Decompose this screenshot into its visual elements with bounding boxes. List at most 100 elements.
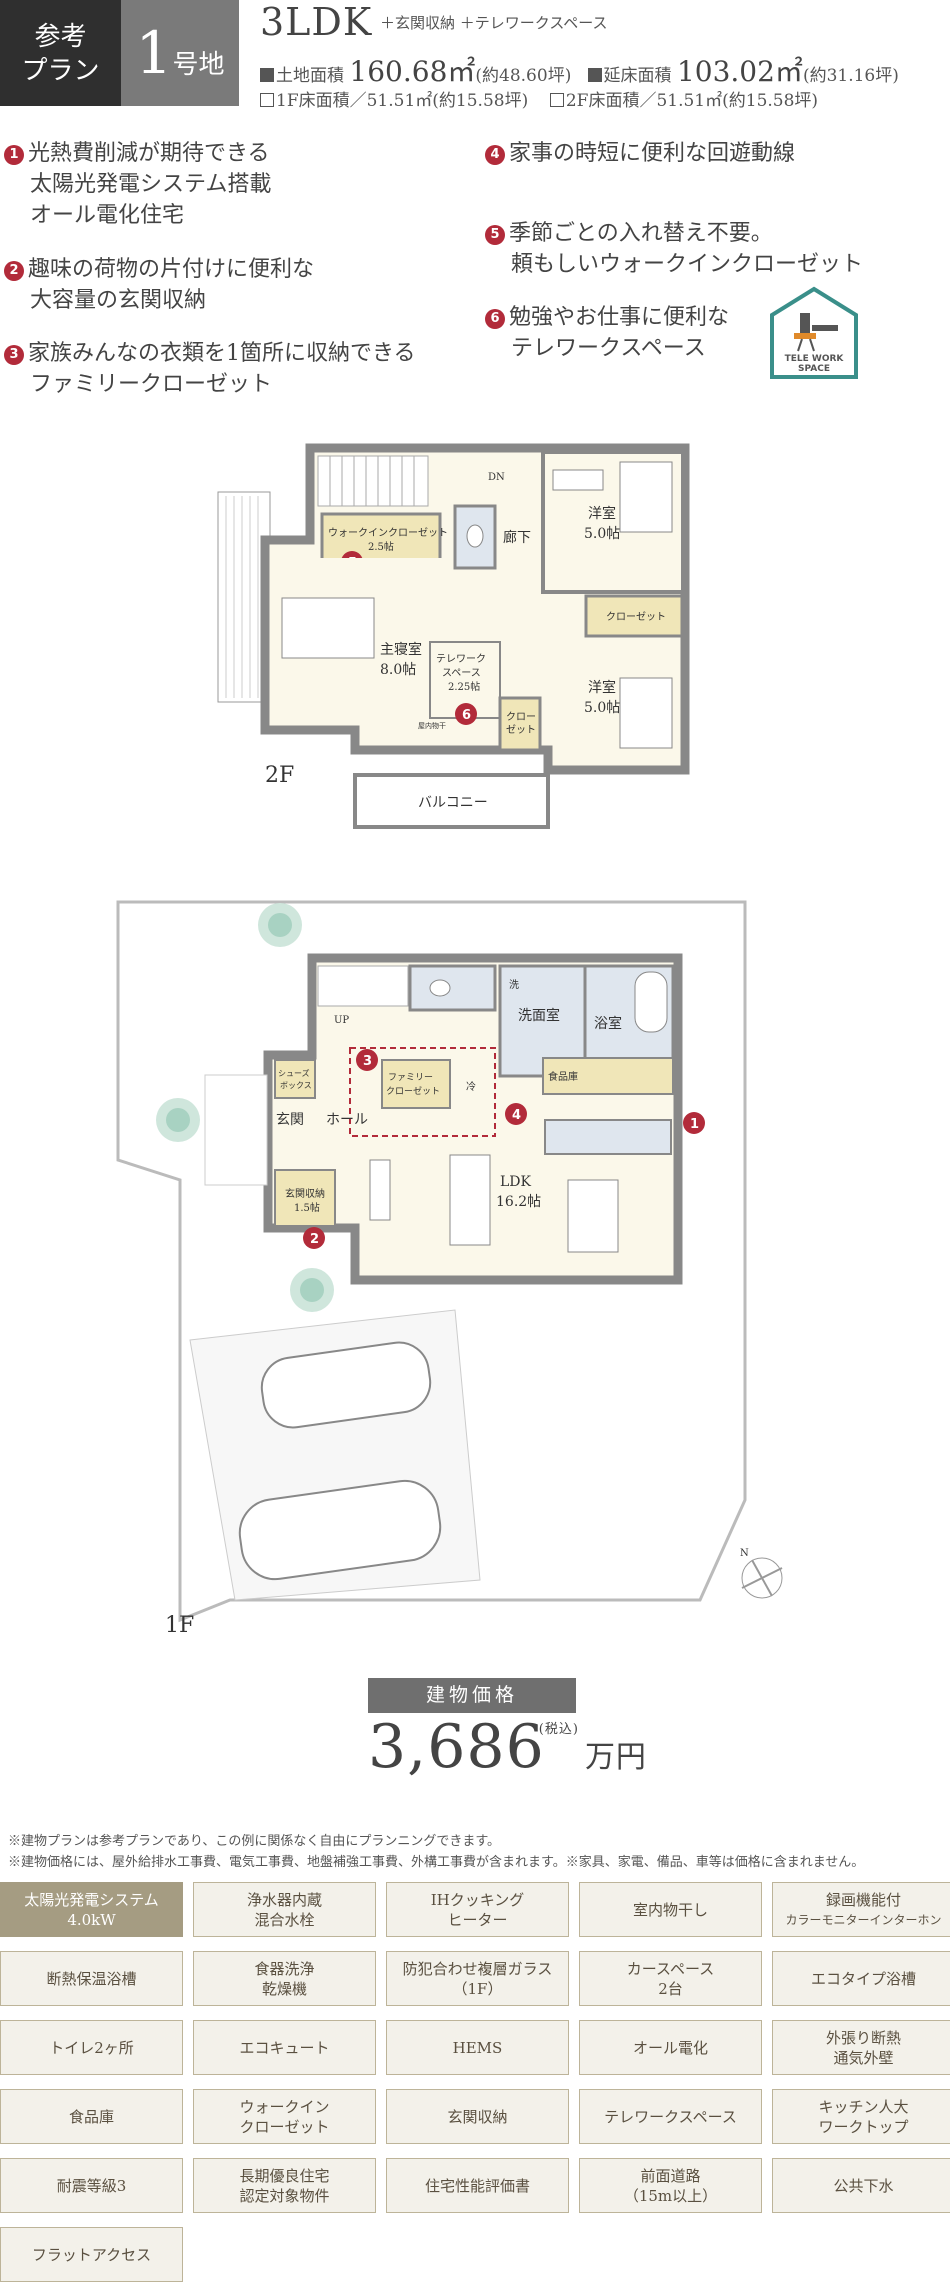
telework-space-icon: TELE WORK SPACE [770, 286, 858, 379]
badge-2: 2 [303, 1227, 325, 1249]
feature-tag: トイレ2ヶ所 [0, 2020, 183, 2075]
feature-text: 趣味の荷物の片付けに便利な [28, 257, 315, 282]
feature-tag-line2: 混合水栓 [254, 1910, 315, 1929]
note-2: ※建物価格には、屋外給排水工事費、電気工事費、地盤補強工事費、外構工事費が含まれ… [8, 1855, 865, 1870]
feature-tag: 公共下水 [772, 2158, 950, 2213]
filled-square-icon [587, 68, 602, 82]
feature-tag-line1: 録画機能付 [825, 1890, 901, 1909]
feature-tag-line1: 公共下水 [833, 2176, 894, 2195]
feature-badge: 6 [485, 309, 505, 329]
badge-1: 1 [683, 1112, 705, 1134]
ent-storage-label: 玄関収納 [285, 1187, 325, 1200]
telework-icon-line1: TELE WORK [785, 354, 845, 364]
feature-tag: フラットアクセス [0, 2227, 183, 2282]
note-1: ※建物プランは参考プランであり、この例に関係なく自由にプランニングできます。 [8, 1834, 501, 1849]
closet-small-label: クローゼット [606, 611, 666, 623]
svg-text:4: 4 [512, 1108, 521, 1123]
feature-text: テレワークスペース [511, 336, 706, 361]
feature-tag: HEMS [386, 2020, 569, 2075]
family-closet-2: クローゼット [386, 1085, 440, 1097]
master-label: 主寝室 [380, 641, 422, 658]
feature-tag-line2: 通気外壁 [833, 2048, 894, 2067]
lot-number: 1 [135, 19, 173, 87]
feature-text: 太陽光発電システム搭載 [30, 172, 272, 197]
car-icon [260, 1341, 432, 1429]
feature-text: 頼もしいウォークインクローゼット [511, 252, 864, 277]
feature-tag: 玄関収納 [386, 2089, 569, 2144]
land-area-label: 土地面積 [276, 66, 344, 86]
feature-tag-line1: オール電化 [632, 2038, 708, 2057]
feature-tag: エコタイプ浴槽 [772, 1951, 950, 2006]
floor-plan-1f: UP 洗 洗面室 浴室 シューズ ボックス ファミリー クローゼット 冷 3 4… [116, 900, 783, 1638]
closet-a: クロー [506, 711, 536, 723]
floor-plan-2f: DN ウォークインクローゼット 2.5帖 5 廊下 洋室 5.0帖 クローゼット… [217, 443, 690, 829]
feature-text: 光熱費削減が期待できる [28, 141, 270, 166]
feature-text: オール電化住宅 [30, 203, 185, 228]
tree-icon [258, 903, 302, 947]
feature-tag: 長期優良住宅認定対象物件 [193, 2158, 376, 2213]
feature-badge: 5 [485, 225, 505, 245]
ldk-size: 16.2帖 [496, 1194, 541, 1210]
layout-type: 3LDK [260, 0, 373, 44]
floor-area-label: 延床面積 [603, 66, 672, 86]
feature-tag: 前面道路（15m以上） [579, 2158, 762, 2213]
pantry-label: 食品庫 [548, 1070, 578, 1083]
shoes-box-1: シューズ [278, 1068, 310, 1078]
west-room-size: 5.0帖 [584, 526, 620, 542]
south-room-size: 5.0帖 [584, 700, 620, 716]
feature-tag-line1: 室内物干し [632, 1900, 708, 1919]
feature-badge: 3 [4, 345, 24, 365]
feature-tag-line2: 2台 [658, 1979, 683, 1998]
south-room-label: 洋室 [588, 679, 616, 696]
telework-size: 2.25帖 [448, 680, 480, 693]
feature-tag-line2: 4.0kW [67, 1910, 116, 1929]
feature-tag: 耐震等級3 [0, 2158, 183, 2213]
feature-tag: 食器洗浄乾燥機 [193, 1951, 376, 2006]
car-icon [238, 1479, 442, 1581]
indoor-dry-label: 屋内物干 [418, 721, 446, 730]
telework-icon-line2: SPACE [798, 364, 830, 374]
tree-icon [290, 1268, 334, 1312]
land-area-value: 160.68㎡ [349, 55, 476, 88]
feature-badge: 1 [4, 145, 24, 165]
feature-tag-line1: 玄関収納 [447, 2107, 508, 2126]
svg-text:3: 3 [363, 1054, 372, 1069]
feature-tag-line1: 耐震等級3 [56, 2176, 127, 2195]
compass-icon: N [740, 1548, 783, 1599]
feature-text: 家族みんなの衣類を1箇所に収納できる [28, 341, 416, 366]
feature-tag-line1: 食器洗浄 [254, 1959, 315, 1978]
feature-tag-line1: フラットアクセス [31, 2245, 152, 2264]
feature-text: 季節ごとの入れ替え不要。 [509, 221, 773, 246]
badge-4: 4 [505, 1103, 527, 1125]
feature-tag-line2: （1F） [452, 1979, 503, 1998]
feature-tag-line1: HEMS [452, 2038, 503, 2057]
price-block: 3,686(税込)万円 [368, 1712, 647, 1782]
entrance-label: 玄関 [276, 1111, 304, 1128]
feature-tag: ウォークインクローゼット [193, 2089, 376, 2144]
feature-tag-line2: クローゼット [239, 2117, 330, 2136]
feature-tag: 食品庫 [0, 2089, 183, 2144]
feature-text: 家事の時短に便利な回遊動線 [509, 141, 796, 166]
plan-label: 参考 プラン [0, 0, 121, 106]
feature-tag-line1: 前面道路 [640, 2166, 701, 2185]
ldk-label: LDK [500, 1174, 532, 1190]
feature-tag-line1: キッチン人大 [818, 2097, 909, 2116]
floor-1f-label: 1F [165, 1613, 194, 1638]
master-size: 8.0帖 [380, 662, 416, 678]
stairs-up-label: UP [334, 1015, 349, 1026]
feature-tag-line1: ウォークイン [239, 2097, 330, 2116]
feature-tag-line1: 住宅性能評価書 [424, 2176, 530, 2195]
feature-text: ファミリークローゼット [30, 372, 273, 397]
feature-tag-line2: 乾燥機 [261, 1979, 307, 1998]
feature-tag: オール電化 [579, 2020, 762, 2075]
lot-number-block: 1号地 [121, 0, 239, 106]
empty-square-icon [260, 93, 274, 107]
wash-mark: 洗 [509, 979, 519, 991]
svg-text:2: 2 [310, 1232, 319, 1247]
price-heading: 建物価格 [368, 1678, 576, 1713]
